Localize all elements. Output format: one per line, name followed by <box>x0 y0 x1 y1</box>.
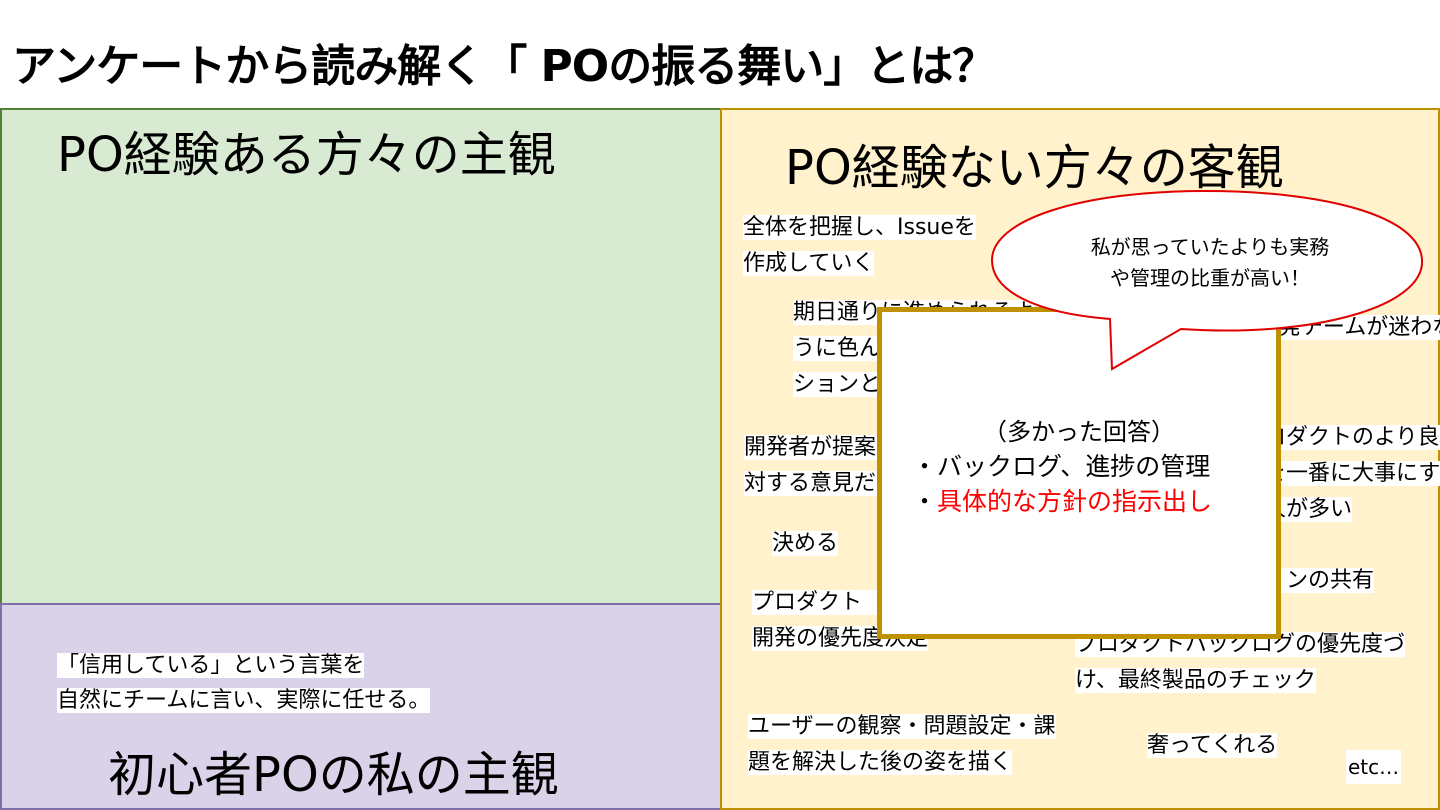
beginner-po-heading: 初心者POの私の主観 <box>108 747 559 803</box>
summary-heading: （多かった回答） <box>983 418 1175 446</box>
beginner-po-note-line2: 自然にチームに言い、実際に任せる。 <box>57 688 431 713</box>
etc-label: etc… <box>1346 750 1402 784</box>
beginner-po-note-line1: 「信用している」という言葉を <box>57 653 365 678</box>
summary-item-backlog: ・バックログ、進捗の管理 <box>912 452 1211 481</box>
speech-bubble-line1: 私が思っていたよりも実務 <box>1090 235 1330 259</box>
experienced-po-heading: PO経験ある方々の主観 <box>57 127 556 183</box>
summary-highlight-text: 具体的な方針の指示出し <box>937 487 1213 516</box>
experienced-po-panel <box>0 108 722 605</box>
slide-title: アンケートから読み解く「 POの振る舞い」とは？ <box>12 41 996 92</box>
summary-item-direction: ・具体的な方針の指示出し <box>912 482 1212 518</box>
summary-popup: （多かった回答） ・バックログ、進捗の管理 ・具体的な方針の指示出し <box>877 307 1281 639</box>
speech-bubble-shape <box>990 189 1424 371</box>
survey-answer: プロダクトバックログの優先度づ け、最終製品のチェック <box>1075 632 1406 693</box>
survey-answer: 決める <box>772 531 839 556</box>
speech-bubble-line2: や管理の比重が高い！ <box>1110 266 1310 290</box>
beginner-po-note: 「信用している」という言葉を 自然にチームに言い、実際に任せる。 <box>57 648 431 718</box>
summary-bullet: ・ <box>912 487 938 516</box>
survey-answer: ユーザーの観察・問題設定・課 題を解決した後の姿を描く <box>748 714 1056 775</box>
speech-bubble <box>990 189 1424 371</box>
survey-answer: 奢ってくれる <box>1147 733 1278 758</box>
speech-bubble-text: 私が思っていたよりも実務 や管理の比重が高い！ <box>1030 232 1390 294</box>
non-experienced-po-heading: PO経験ない方々の客観 <box>785 140 1284 196</box>
survey-answer: 全体を把握し、Issueを 作成していく <box>743 215 976 276</box>
